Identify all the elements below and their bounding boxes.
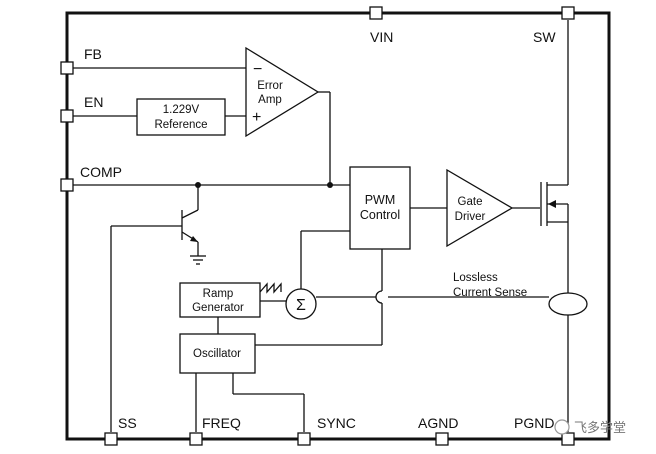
pin-label-en: EN [84, 94, 103, 110]
pin-label-agnd: AGND [418, 415, 458, 431]
error-amp-label-line2: Amp [258, 94, 282, 106]
pin-ss [104, 432, 118, 446]
oscillator-label: Oscillator [193, 348, 241, 360]
summer-symbol: Σ [296, 297, 306, 314]
junction-dot [327, 182, 333, 188]
pin-label-sync: SYNC [317, 415, 356, 431]
wires [73, 20, 569, 432]
summer-block: Σ [285, 288, 317, 320]
gate-driver-block: Gate Driver [446, 168, 514, 248]
reference-block: 1.229V Reference [136, 98, 226, 136]
ramp-generator-label-line1: Ramp [203, 288, 234, 300]
pwm-control-label-line1: PWM [365, 193, 396, 207]
ic-outline [65, 11, 611, 441]
pin-vin [369, 6, 383, 20]
watermark-text: 飞多学堂 [574, 420, 626, 435]
gate-driver-label-line1: Gate [458, 196, 483, 208]
pin-label-sw: SW [533, 29, 556, 45]
pin-label-fb: FB [84, 46, 102, 62]
pin-agnd [435, 432, 449, 446]
pin-fb [60, 61, 74, 75]
error-amp-plus: + [252, 109, 261, 126]
pin-pgnd [561, 432, 575, 446]
pin-label-pgnd: PGND [514, 415, 554, 431]
pin-label-ss: SS [118, 415, 137, 431]
ramp-generator-label-line2: Generator [192, 302, 244, 314]
error-amp-minus: − [253, 61, 262, 78]
pwm-control-label-line2: Control [360, 208, 400, 222]
ramp-generator-block: Ramp Generator [179, 282, 261, 318]
oscillator-block: Oscillator [179, 333, 256, 374]
pin-comp [60, 178, 74, 192]
pin-label-freq: FREQ [202, 415, 241, 431]
gate-driver-label-line2: Driver [455, 211, 486, 223]
pin-sync [297, 432, 311, 446]
reference-label-line1: 1.229V [163, 104, 200, 116]
pin-en [60, 109, 74, 123]
watermark: 飞多学堂 [554, 419, 626, 435]
pin-label-vin: VIN [370, 29, 393, 45]
current-sense-label-line1: Lossless [453, 272, 498, 284]
reference-label-line2: Reference [154, 119, 207, 131]
error-amp-label-line1: Error [257, 80, 283, 92]
pin-sw [561, 6, 575, 20]
pin-label-comp: COMP [80, 164, 122, 180]
pwm-control-block: PWM Control [349, 166, 411, 250]
pin-freq [189, 432, 203, 446]
error-amp-block: − + Error Amp [245, 46, 320, 138]
current-sense-block: Lossless Current Sense [453, 272, 588, 316]
junction-dot [195, 182, 201, 188]
current-sense-label-line2: Current Sense [453, 287, 527, 299]
